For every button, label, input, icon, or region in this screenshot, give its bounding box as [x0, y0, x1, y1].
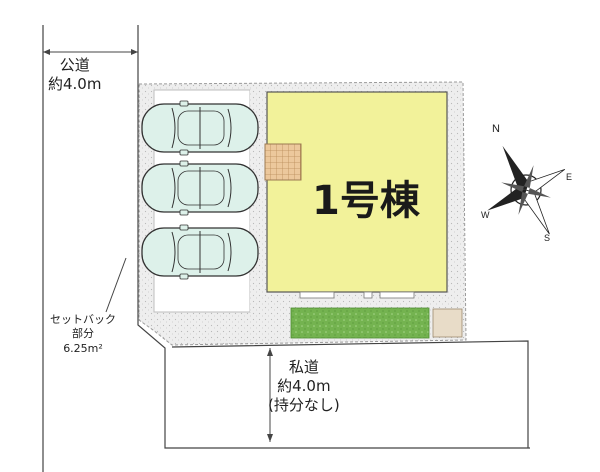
- public-road-name: 公道: [59, 56, 90, 74]
- compass-icon: N E S W: [481, 123, 572, 243]
- storage-area: [432, 308, 463, 338]
- compass-west-label: W: [481, 210, 490, 220]
- lawn-area: [290, 307, 430, 339]
- car-1: [141, 100, 259, 156]
- private-road: [137, 82, 530, 449]
- public-road-width: 約4.0m: [48, 74, 102, 93]
- private-road-width: 約4.0m: [277, 376, 331, 395]
- car-3: [141, 224, 259, 280]
- setback-area: 6.25m²: [63, 341, 103, 355]
- setback-leader: [105, 257, 127, 313]
- car-2: [141, 160, 259, 216]
- setback-label: セットバック 部分 6.25m²: [50, 313, 116, 356]
- compass-north-label: N: [492, 123, 500, 135]
- private-road-note: (持分なし): [268, 395, 340, 414]
- setback-line1: セットバック: [50, 313, 116, 326]
- compass-east-label: E: [566, 172, 572, 182]
- building-footprint: [266, 91, 448, 293]
- public-road-label: 公道 約4.0m: [48, 56, 101, 94]
- setback-line2: 部分: [72, 327, 94, 341]
- public-road: [42, 25, 139, 472]
- private-road-label: 私道 約4.0m (持分なし): [268, 358, 340, 414]
- building-steps: [299, 291, 415, 299]
- private-road-name: 私道: [288, 358, 319, 376]
- compass-south-label: S: [544, 233, 550, 243]
- building-label: 1号棟: [312, 178, 420, 224]
- deck-area: [264, 143, 302, 181]
